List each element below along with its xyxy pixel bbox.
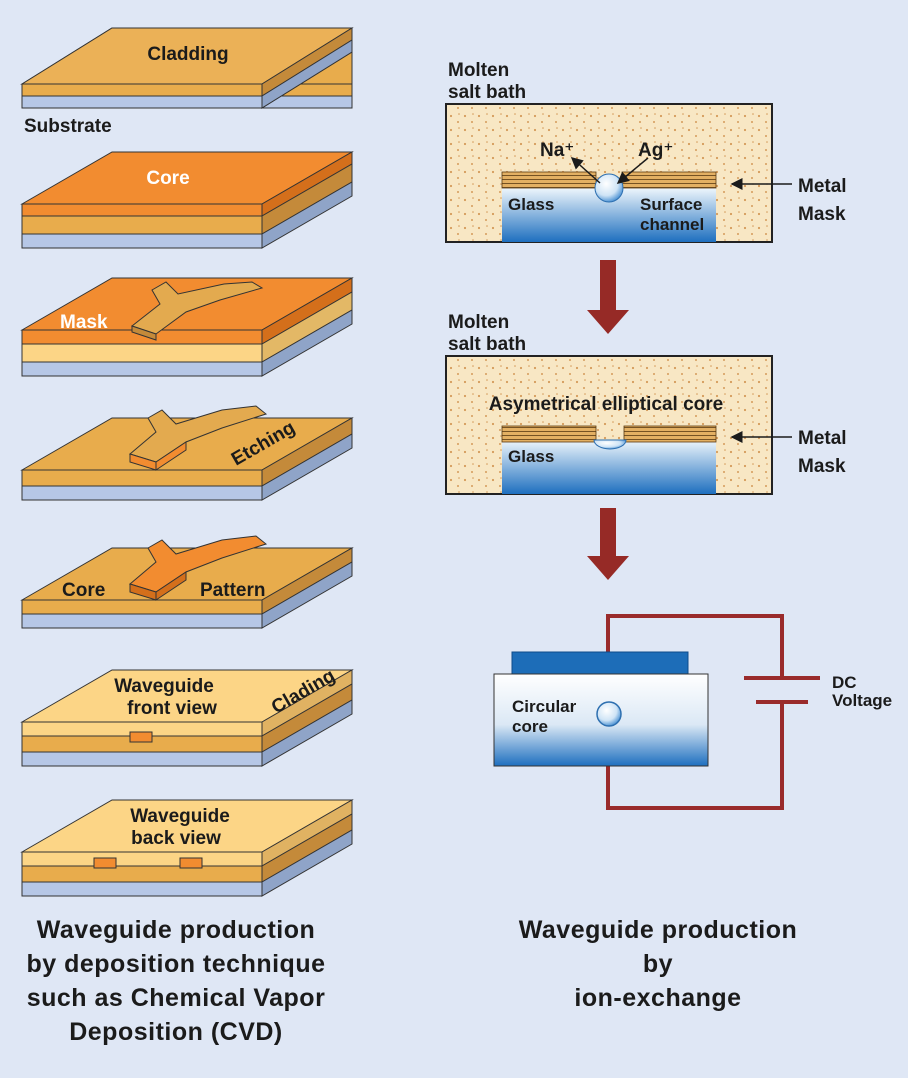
deposition-caption-line2: by deposition technique bbox=[26, 950, 325, 978]
ion-caption-line2: by bbox=[643, 950, 673, 978]
bath1-ion-core bbox=[594, 173, 624, 203]
cladding-label: Cladding bbox=[147, 44, 228, 65]
bath1-mask-left bbox=[501, 171, 597, 189]
core-pattern-left-label: Core bbox=[62, 580, 105, 601]
bath1-title-line1: Molten bbox=[448, 60, 509, 81]
back-view-line1: Waveguide bbox=[130, 806, 230, 827]
deposition-caption-line1: Waveguide production bbox=[37, 916, 316, 944]
process-arrow-2 bbox=[587, 508, 629, 580]
surface-channel-line1: Surface bbox=[640, 195, 702, 214]
deposition-caption-line3: such as Chemical Vapor bbox=[27, 984, 326, 1012]
surface-channel-line2: channel bbox=[640, 215, 704, 234]
elliptical-core bbox=[593, 439, 627, 450]
circular-core-line2: core bbox=[512, 717, 548, 736]
na-ion-label: Na⁺ bbox=[540, 140, 574, 161]
deposition-caption-line4: Deposition (CVD) bbox=[69, 1018, 283, 1046]
bath1-metal-label: Metal bbox=[798, 176, 847, 197]
core-label: Core bbox=[146, 168, 189, 189]
circuit-wire bbox=[606, 614, 784, 810]
step-cladding-substrate: Cladding Substrate bbox=[20, 27, 354, 137]
bath1-title-line2: salt bath bbox=[448, 82, 526, 103]
ag-ion-label: Ag⁺ bbox=[638, 140, 673, 161]
substrate-label: Substrate bbox=[24, 116, 112, 137]
process-arrow-1 bbox=[587, 260, 629, 334]
dc-voltage-line1: DC bbox=[832, 673, 857, 692]
bath2-title-line2: salt bath bbox=[448, 334, 526, 355]
back-view-line2: back view bbox=[131, 828, 221, 849]
ion-caption-line1: Waveguide production bbox=[519, 916, 798, 944]
back-core-marker-left bbox=[93, 857, 117, 869]
step-core-pattern: Core Pattern bbox=[20, 535, 354, 629]
back-core-marker-right bbox=[179, 857, 203, 869]
dc-circuit: Circular core DC Voltage bbox=[493, 614, 892, 810]
step-mask: Mask bbox=[20, 277, 354, 377]
step-back-view: Waveguide back view bbox=[20, 799, 354, 897]
electrode bbox=[511, 651, 689, 675]
mask-label: Mask bbox=[60, 312, 108, 333]
bath1-glass-label: Glass bbox=[508, 195, 554, 214]
deposition-caption: Waveguide production by deposition techn… bbox=[26, 916, 325, 1046]
bath-2: Molten salt bath Asymetrical elliptical … bbox=[445, 312, 847, 495]
bath1-mask-right bbox=[621, 171, 717, 189]
battery-plate-long bbox=[744, 676, 820, 680]
ion-exchange-caption: Waveguide production by ion-exchange bbox=[519, 916, 798, 1012]
bath-1: Molten salt bath Na⁺ Ag⁺ Glass Surface c… bbox=[445, 60, 847, 243]
bath1-mask-label: Mask bbox=[798, 204, 846, 225]
bath2-mask-label: Mask bbox=[798, 456, 846, 477]
dc-voltage-line2: Voltage bbox=[832, 691, 892, 710]
bath2-glass-label: Glass bbox=[508, 447, 554, 466]
bath2-mask-right bbox=[623, 425, 717, 443]
step-core: Core bbox=[20, 151, 354, 249]
step-front-view: Waveguide front view Clading bbox=[20, 665, 354, 767]
bath2-title-line1: Molten bbox=[448, 312, 509, 333]
circular-core bbox=[596, 701, 622, 727]
battery-plate-short bbox=[756, 700, 808, 704]
core-pattern-right-label: Pattern bbox=[200, 580, 265, 601]
front-view-line1: Waveguide bbox=[114, 676, 214, 697]
bath2-mask-left bbox=[501, 425, 597, 443]
elliptical-core-label: Asymetrical elliptical core bbox=[489, 394, 723, 415]
step-etching: Etching bbox=[20, 405, 354, 501]
bath2-metal-label: Metal bbox=[798, 428, 847, 449]
ion-caption-line3: ion-exchange bbox=[574, 984, 741, 1012]
circular-core-line1: Circular bbox=[512, 697, 577, 716]
front-core-marker bbox=[129, 731, 153, 743]
front-view-line2: front view bbox=[127, 698, 217, 719]
